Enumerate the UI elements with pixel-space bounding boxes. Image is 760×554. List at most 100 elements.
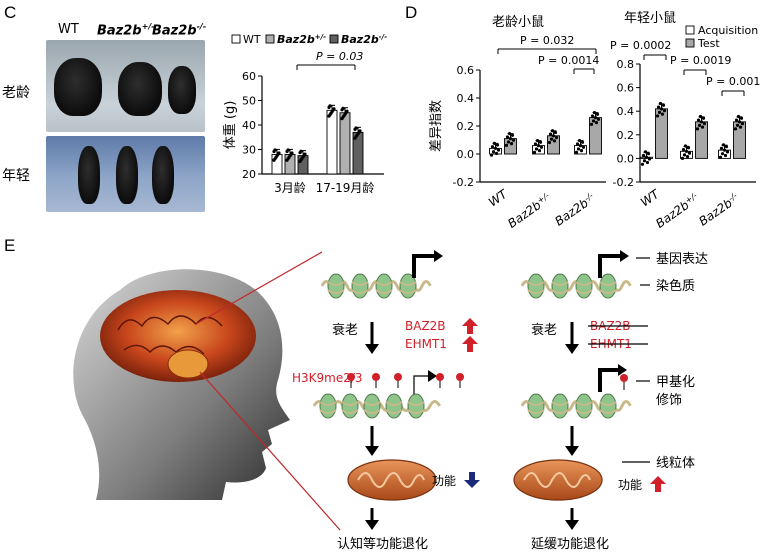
chart-c-data-point (354, 126, 358, 130)
chart-d-aged-data-point (574, 150, 579, 154)
chart-d-aged-data-point (553, 130, 558, 135)
chart-c-data-point (286, 148, 290, 152)
tss-arrow-active-left (412, 254, 434, 278)
row-label-young: 年轻 (2, 168, 30, 184)
chart-d-young-data-point (681, 147, 686, 152)
chart-c-legend-label: WT (243, 33, 261, 46)
chart-d-young-data-point (719, 146, 724, 150)
p-value-aged-wt-ko: P = 0.032 (520, 34, 574, 47)
chart-d-aged-data-point (577, 138, 582, 143)
up-arrow-function (650, 476, 666, 492)
chart-c-y-label: 体重 (g) (222, 101, 238, 150)
chart-d-aged-y-label: 差异指数 (429, 100, 444, 152)
chart-d-young-data-point (723, 153, 728, 158)
chart-d-young-data-point (685, 155, 690, 159)
chart-d-young-data-point (658, 101, 663, 106)
chart-d-aged-data-point (539, 145, 544, 149)
chart-d-aged-data-point (576, 147, 581, 151)
chart-d-young-data-point (643, 150, 648, 154)
dna-wrap (599, 281, 617, 294)
p-value-young-wt: P = 0.0002 (610, 39, 671, 52)
flow-arrow-head (565, 446, 579, 456)
chromatin-fiber (320, 273, 432, 299)
chart-d-aged-y-tick-label: 0.2 (457, 120, 475, 133)
chart-d-aged-data-point (492, 141, 497, 145)
zoom-line-top (195, 251, 323, 325)
chart-c-data-point (290, 151, 294, 155)
chart-d-young-data-point (721, 143, 726, 147)
chart-d-aged-data-point (491, 150, 496, 154)
chart-d-aged-data-point (537, 149, 542, 153)
photo-young-mice (46, 136, 205, 212)
chart-d-young-y-tick-label: 0.6 (617, 82, 635, 95)
chart-d-young-data-point (738, 125, 743, 129)
flow-arrow-head (365, 520, 379, 530)
chromatin-fiber (520, 273, 632, 299)
hippocampus (167, 349, 209, 379)
chart-d-aged-y-tick-label: -0.2 (453, 176, 474, 189)
chart-d-aged-data-point (538, 140, 543, 144)
dna-wrap (551, 281, 569, 294)
label-mitochondria: 线粒体 (656, 456, 695, 471)
chart-c-data-point (345, 109, 349, 113)
zoom-line-bottom (199, 371, 341, 531)
chart-d-aged-data-point (552, 139, 557, 143)
methyl-mark (347, 373, 355, 381)
chart-d-aged-data-point (589, 122, 594, 126)
chart-d-young-y-tick-label: 0.4 (617, 105, 635, 118)
chart-c-data-point (341, 106, 345, 110)
p-value-body-weight: P = 0.03 (316, 50, 363, 63)
label-h3k9: H3K9me2/3 (292, 371, 363, 385)
chart-d-young-y-tick-label: 0.2 (617, 129, 635, 142)
dna-wrap (375, 281, 393, 294)
panel-c-label: C (4, 3, 17, 22)
title-young-mice: 年轻小鼠 (624, 11, 677, 26)
methyl-mark (394, 373, 402, 381)
chart-d-young-data-point (722, 148, 727, 152)
chart-c-data-point (299, 149, 303, 153)
chart-d-legend-swatch (685, 25, 695, 35)
mouse-het-young (116, 146, 138, 204)
label-baz2b-up: BAZ2B (405, 319, 446, 333)
chart-d-aged-data-point (549, 137, 554, 141)
chart-d-aged-data-point (509, 142, 514, 146)
chart-d-young-data-point (661, 103, 666, 107)
chart-d-young-y-tick-label: 0.0 (617, 152, 635, 165)
chart-d-aged-data-point (534, 147, 539, 151)
chart-d-young-data-point (698, 114, 703, 119)
chart-d-young-data-point (662, 109, 667, 113)
label-gene-expression: 基因表达 (656, 252, 708, 267)
chart-d-young-data-point (737, 120, 742, 124)
p-value-young-het: P = 0.0019 (670, 54, 731, 67)
chart-d-young-data-point (734, 118, 739, 122)
photo-aged-mice (46, 40, 205, 132)
tss-arrow-active-right-head (620, 250, 629, 262)
p-value-young-ko: P = 0.001 (706, 75, 760, 88)
chart-d-young-data-point (735, 123, 740, 127)
mitochondrion-left-outer (347, 459, 437, 501)
mouse-wt-young (78, 146, 100, 204)
dna-wrap (399, 281, 417, 294)
chart-d-aged-data-point (594, 121, 599, 125)
brain-folds (117, 315, 223, 355)
chart-c-x-tick-label: 17-19月龄 (316, 181, 375, 195)
chart-d-aged-data-point (535, 138, 540, 143)
chart-d-aged-data-point (591, 119, 596, 123)
title-aged-mice: 老龄小鼠 (492, 15, 545, 30)
chart-d-young-data-point (640, 162, 645, 166)
chart-c-y-tick-label: 50 (242, 95, 256, 108)
chart-d-young-y-tick-label: -0.2 (613, 176, 634, 189)
flow-arrow-head (365, 446, 379, 456)
chart-d-aged-data-point (592, 110, 597, 115)
label-aging-left: 衰老 (332, 322, 358, 338)
chart-c-data-point (303, 152, 307, 156)
chart-d-young-data-point (718, 155, 723, 159)
chart-d-aged-data-point (504, 143, 509, 147)
chart-d-legend-swatch (685, 38, 695, 48)
chart-c-y-tick-label: 20 (242, 168, 256, 181)
chart-d-aged-data-point (490, 145, 495, 149)
chart-d-young-data-point (644, 155, 649, 159)
chart-d-aged-y-tick-label: 0.0 (457, 148, 475, 161)
chart-c-y-tick-label: 60 (242, 70, 256, 83)
